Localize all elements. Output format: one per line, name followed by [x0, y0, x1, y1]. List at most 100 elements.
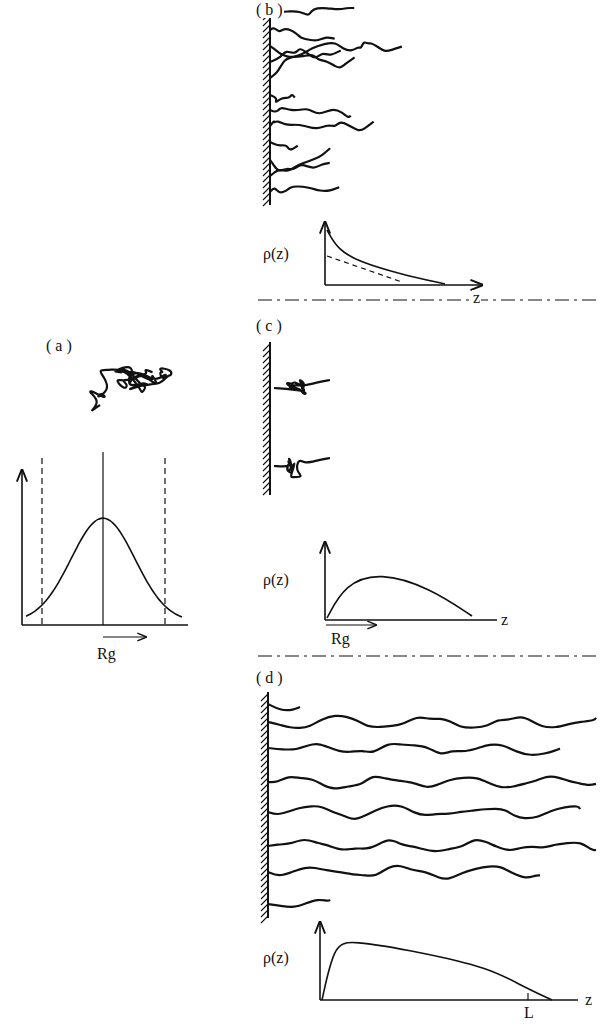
polymer-chain: [274, 380, 330, 394]
axis: [324, 542, 326, 620]
surface-hatch: [263, 446, 270, 453]
surface-wall: [269, 342, 271, 495]
surface-hatch: [261, 778, 268, 785]
axis-label: z: [500, 612, 509, 628]
surface-wall: [267, 692, 269, 918]
surface-hatch: [261, 916, 268, 923]
distribution-curve: [26, 518, 182, 617]
surface-hatch: [263, 374, 270, 381]
surface-hatch: [263, 103, 270, 110]
radius-arrow: [326, 624, 376, 625]
surface-hatch: [263, 127, 270, 134]
surface-hatch: [263, 55, 270, 62]
polymer-chain: [268, 840, 596, 851]
surface-hatch: [261, 856, 268, 863]
length-label: L: [523, 1005, 535, 1021]
panel-label: ( a ): [45, 338, 73, 354]
surface-hatch: [263, 19, 270, 26]
surface-hatch: [261, 904, 268, 911]
surface-hatch: [263, 181, 270, 188]
surface-hatch: [261, 844, 268, 851]
surface-hatch: [263, 356, 270, 363]
surface-hatch: [261, 766, 268, 773]
panel-separator: [258, 655, 600, 656]
surface-hatch: [263, 97, 270, 104]
surface-hatch: [263, 109, 270, 116]
surface-hatch: [261, 712, 268, 719]
polymer-chain: [270, 148, 330, 176]
surface-hatch: [263, 398, 270, 405]
surface-hatch: [261, 796, 268, 803]
surface-hatch: [263, 79, 270, 86]
polymer-chain: [274, 458, 330, 477]
polymer-chain: [270, 28, 335, 40]
surface-hatch: [261, 892, 268, 899]
surface-hatch: [263, 199, 270, 206]
surface-hatch: [263, 37, 270, 44]
surface-hatch: [261, 826, 268, 833]
polymer-chain: [270, 121, 374, 130]
axis: [324, 222, 326, 285]
polymer-chain: [270, 186, 339, 192]
density-curve: [327, 577, 472, 618]
polymer-chain: [270, 142, 298, 149]
axis: [21, 470, 23, 625]
surface-hatch: [261, 730, 268, 737]
size-label: Rg: [330, 631, 351, 647]
surface-hatch: [263, 175, 270, 182]
size-marker: [164, 458, 165, 625]
surface-hatch: [261, 724, 268, 731]
surface-hatch: [261, 694, 268, 701]
surface-hatch: [261, 736, 268, 743]
surface-hatch: [261, 760, 268, 767]
surface-hatch: [263, 464, 270, 471]
surface-hatch: [263, 458, 270, 465]
surface-hatch: [263, 151, 270, 158]
polymer-chain: [270, 108, 351, 117]
axis-label: ρ(z): [262, 572, 290, 588]
surface-hatch: [261, 802, 268, 809]
surface-hatch: [261, 718, 268, 725]
polymer-chain: [268, 777, 596, 789]
surface-hatch: [261, 880, 268, 887]
surface-hatch: [261, 754, 268, 761]
axis-label: ρ(z): [262, 246, 290, 262]
polymer-chain: [270, 95, 295, 102]
panel-label: ( b ): [255, 2, 284, 18]
surface-hatch: [263, 49, 270, 56]
surface-hatch: [263, 380, 270, 387]
surface-hatch: [263, 416, 270, 423]
surface-hatch: [263, 386, 270, 393]
surface-hatch: [263, 31, 270, 38]
axis: [319, 922, 321, 1000]
surface-hatch: [261, 706, 268, 713]
axis-label: z: [472, 290, 481, 306]
polymer-chain: [268, 704, 300, 710]
surface-hatch: [263, 115, 270, 122]
surface-hatch: [261, 850, 268, 857]
panel-label: ( d ): [255, 670, 284, 686]
polymer-chain: [268, 866, 540, 879]
center-line: [102, 452, 103, 625]
surface-hatch: [263, 25, 270, 32]
surface-hatch: [263, 187, 270, 194]
radius-arrow: [103, 636, 146, 637]
surface-hatch: [263, 452, 270, 459]
surface-hatch: [263, 121, 270, 128]
density-curve: [322, 943, 552, 1000]
surface-hatch: [261, 784, 268, 791]
length-tick: [527, 993, 528, 1000]
axis: [325, 619, 497, 621]
surface-hatch: [263, 422, 270, 429]
axis-label: z: [584, 992, 593, 1008]
panel-separator: [258, 299, 600, 300]
surface-hatch: [263, 157, 270, 164]
surface-hatch: [263, 362, 270, 369]
surface-hatch: [261, 832, 268, 839]
surface-hatch: [261, 886, 268, 893]
surface-hatch: [263, 344, 270, 351]
surface-hatch: [261, 748, 268, 755]
surface-hatch: [261, 808, 268, 815]
surface-hatch: [263, 392, 270, 399]
